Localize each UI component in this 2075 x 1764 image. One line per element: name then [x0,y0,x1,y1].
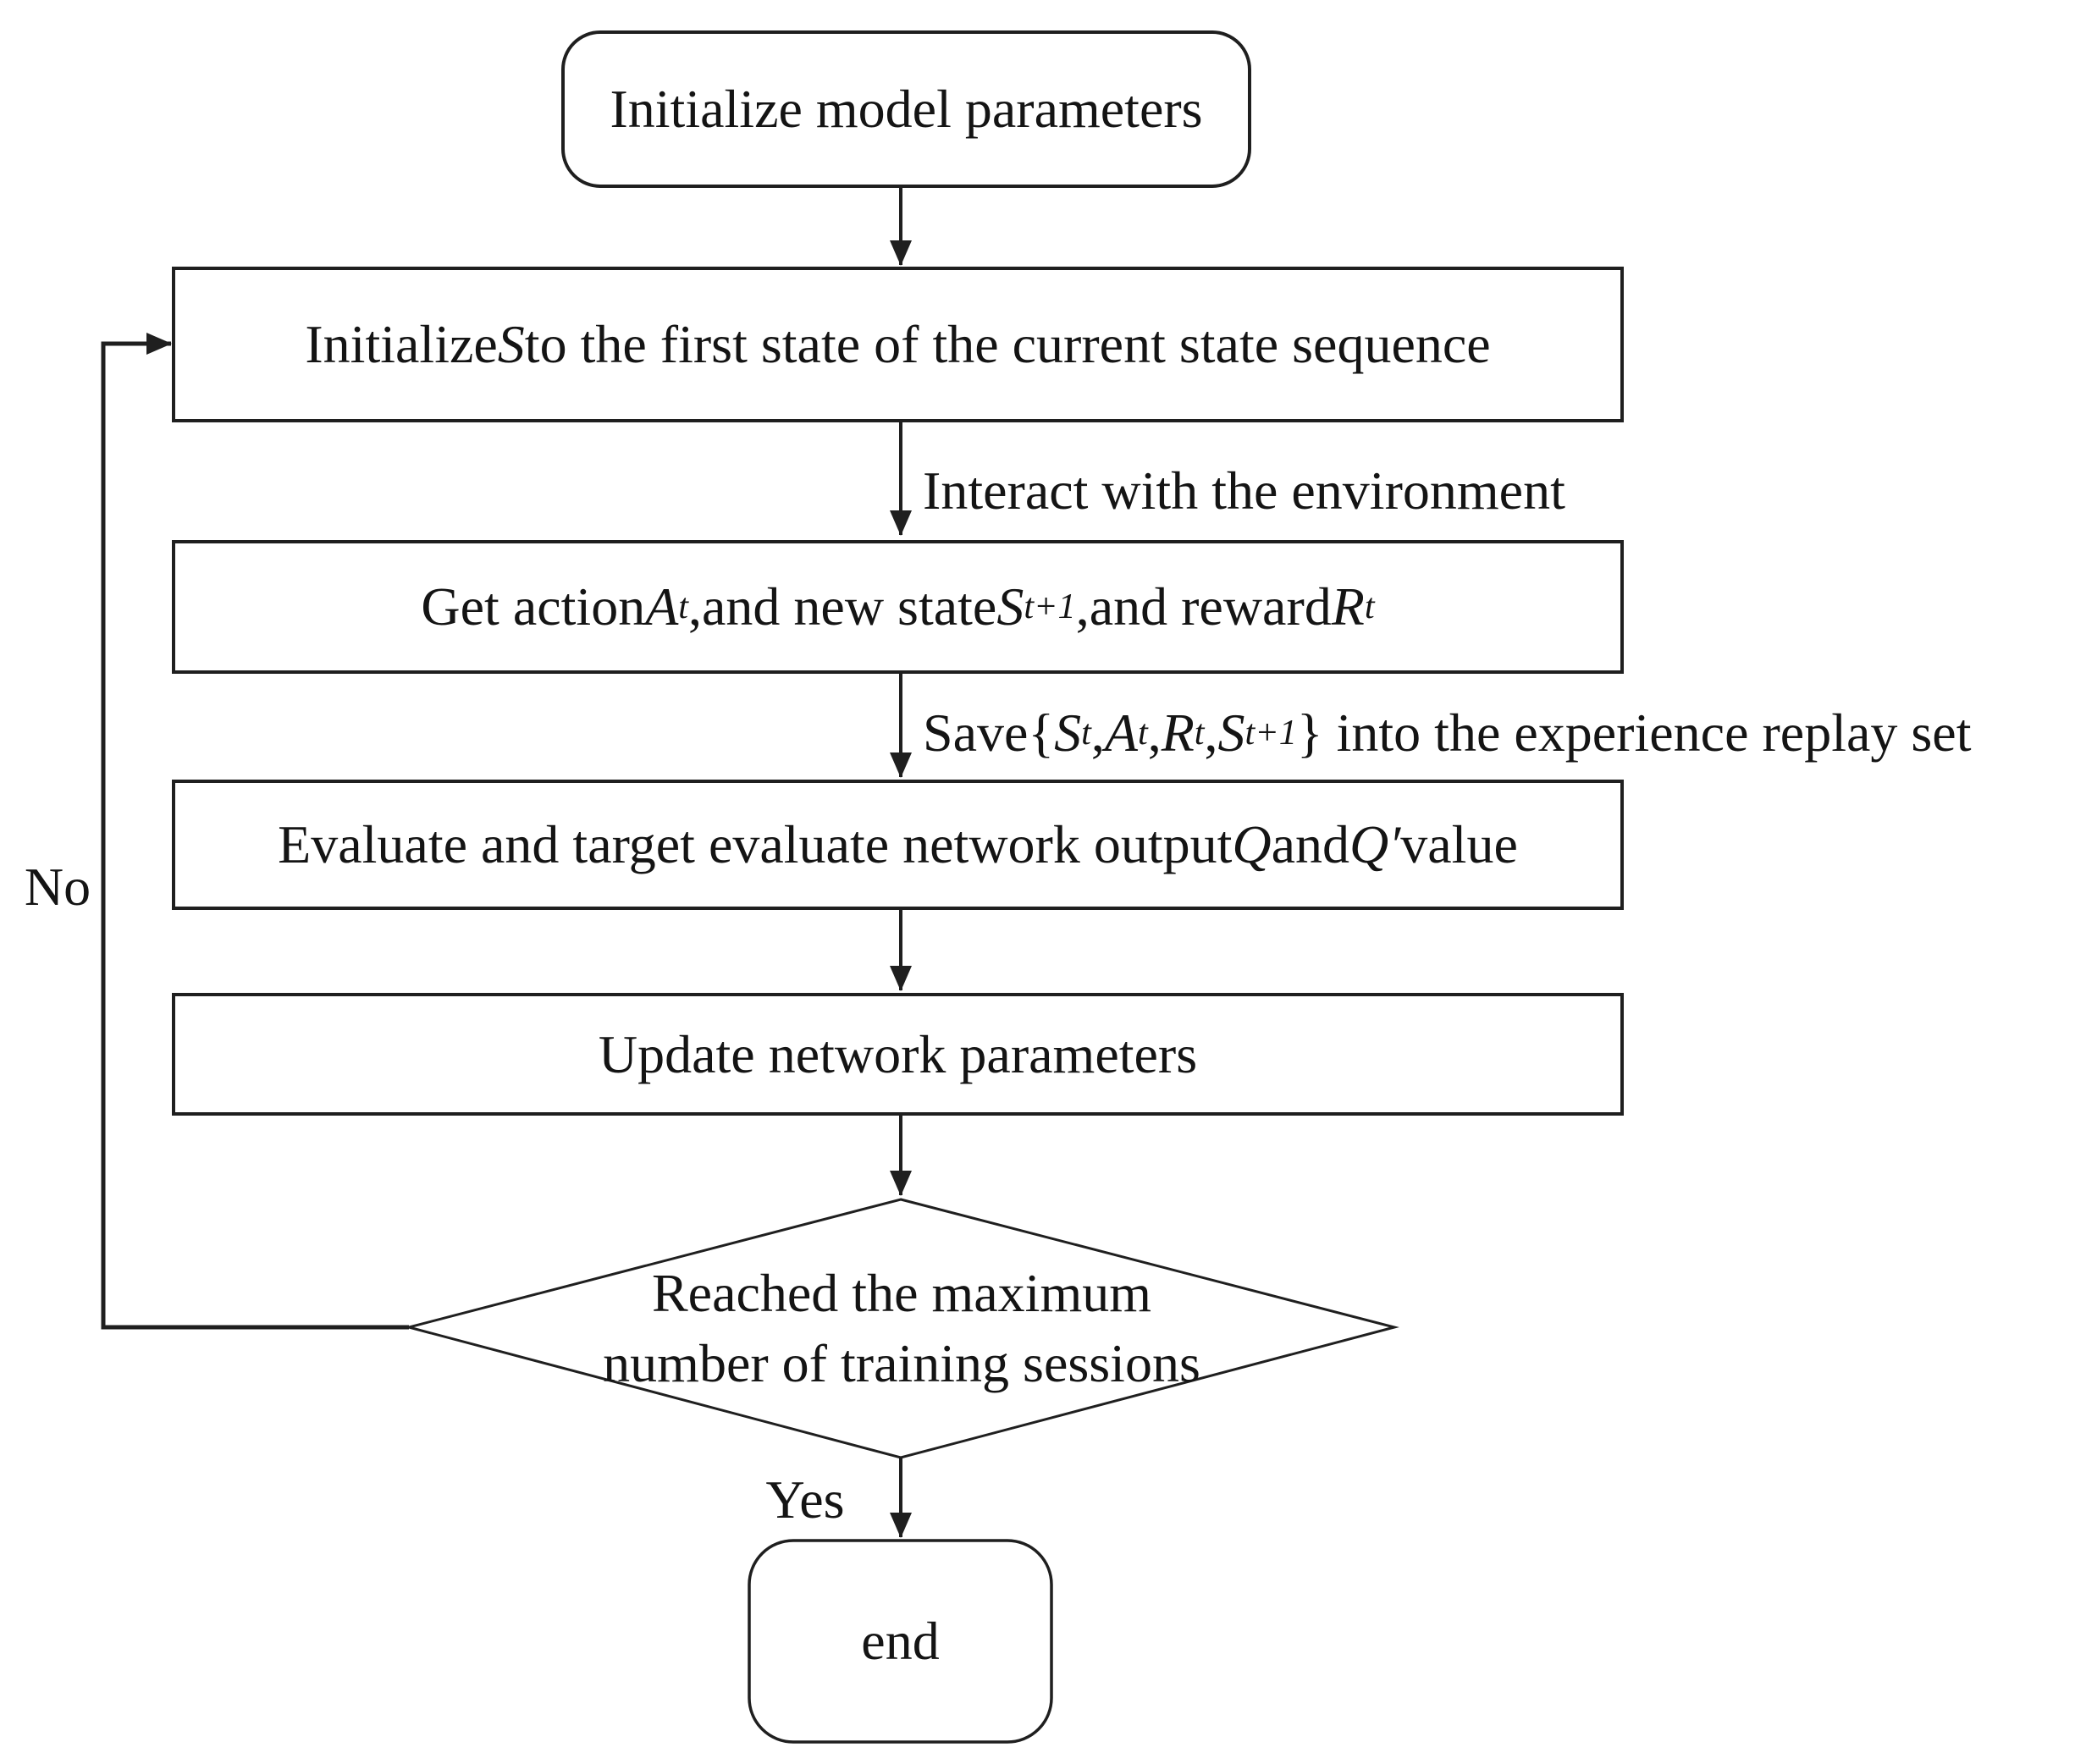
node-get-action-shape [172,540,1624,674]
node-evaluate-label: Evaluate and target evaluate network out… [278,814,1518,875]
edge-label-no: No [24,857,91,918]
edge-decision-no-loop [101,333,409,1330]
edge-label-yes: Yes [765,1469,845,1530]
decision-line-1: Reached the maximum [651,1262,1152,1323]
node-init-state-shape [172,267,1624,422]
node-decision-shape [404,1198,1399,1459]
node-start-shape [561,30,1251,188]
node-decision-label: Reached the maximum number of training s… [409,1251,1394,1405]
edge-label-interact: Interact with the environment [923,460,1565,521]
decision-line-2: number of training sessions [603,1333,1200,1393]
node-evaluate-shape [172,780,1624,910]
node-init-state-label: Initialize S to the first state of the c… [305,314,1491,375]
node-end-shape [748,1539,1053,1744]
node-end-label: end [861,1611,940,1672]
node-update-shape [172,993,1624,1116]
node-start-label: Initialize model parameters [610,79,1203,140]
node-update-label: Update network parameters [598,1023,1198,1084]
